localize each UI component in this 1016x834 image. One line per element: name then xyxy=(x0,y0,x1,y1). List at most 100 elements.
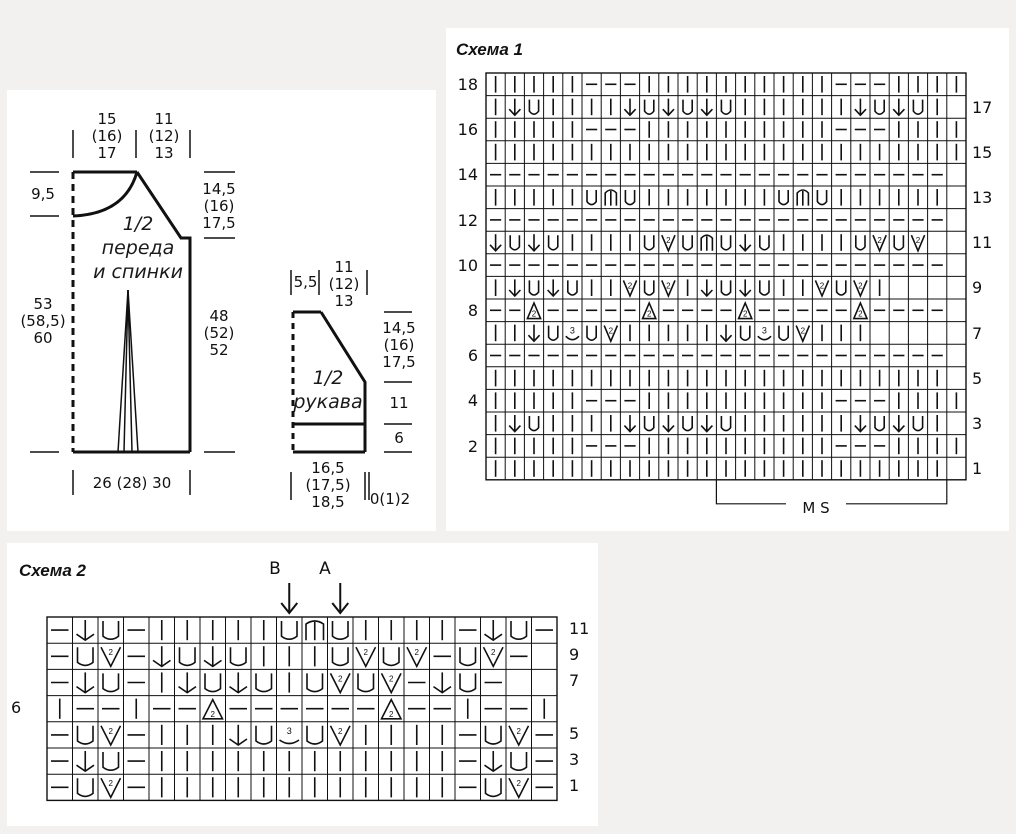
svg-text:2: 2 xyxy=(801,327,806,336)
chart-symbol xyxy=(643,416,655,432)
body-label: 1/2 переда и спинки xyxy=(93,213,183,283)
row-number: 2 xyxy=(467,436,478,456)
chart-symbol: 3 xyxy=(279,726,300,745)
chart-symbol: 2 xyxy=(853,280,868,299)
chart-symbol xyxy=(509,235,521,251)
chart-symbol: 2 xyxy=(100,725,122,747)
row-number: 12 xyxy=(457,210,478,230)
svg-text:2: 2 xyxy=(858,281,863,290)
chart-symbol xyxy=(459,647,477,667)
svg-text:2: 2 xyxy=(916,236,921,245)
chart-symbol xyxy=(912,416,924,432)
chart-symbol: 2 xyxy=(508,725,530,747)
chart-symbol: 3 xyxy=(565,326,580,341)
chart-symbol: 2 xyxy=(329,725,351,747)
svg-text:2: 2 xyxy=(338,727,343,736)
front-neck-curve xyxy=(72,171,139,218)
chart-symbol xyxy=(643,99,655,115)
chart-symbol: 2 xyxy=(380,673,402,695)
chart-symbol: 2 xyxy=(661,234,676,253)
chart-symbol xyxy=(508,279,521,298)
chart-symbol xyxy=(229,647,247,667)
chart-symbol xyxy=(874,99,885,115)
svg-text:2: 2 xyxy=(491,648,496,657)
marker-a: A xyxy=(319,559,331,579)
chart-symbol xyxy=(508,415,521,433)
svg-text:2: 2 xyxy=(647,310,652,319)
chart-symbol: 2 xyxy=(100,777,122,800)
chart-symbol xyxy=(229,724,248,746)
chart-symbol: 2 xyxy=(661,280,676,299)
dim-neck-depth: 9,5 xyxy=(31,185,55,203)
chart-symbol xyxy=(759,280,770,296)
svg-text:2: 2 xyxy=(532,310,537,319)
svg-text:2: 2 xyxy=(211,710,216,719)
row-number: 1 xyxy=(972,459,983,479)
chart-symbol xyxy=(720,99,732,115)
chart-symbol xyxy=(280,621,298,640)
row-number: 3 xyxy=(569,750,580,769)
chart-symbol xyxy=(700,234,714,251)
dim-armhole: 14,5 (16) 17,5 xyxy=(202,180,236,232)
chart-symbol xyxy=(203,646,222,668)
svg-text:2: 2 xyxy=(743,310,748,319)
chart-symbol xyxy=(178,672,197,694)
chart-symbol xyxy=(682,99,693,115)
dim-sleeve-mid: 11 xyxy=(389,394,409,412)
chart-symbol xyxy=(854,415,867,433)
chart-symbol xyxy=(720,280,732,296)
row-number: 5 xyxy=(972,368,983,388)
chart-symbol: 2 xyxy=(910,234,926,253)
chart-symbol xyxy=(778,190,789,206)
row-number: 3 xyxy=(972,414,983,433)
chart-symbol: 3 xyxy=(757,326,772,341)
row-number: 1 xyxy=(569,776,580,796)
chart-symbol xyxy=(720,235,732,251)
chart-symbol xyxy=(700,98,713,117)
dim-top-right: 11 (12) 13 xyxy=(148,110,180,162)
row-number: 14 xyxy=(457,165,478,185)
row-number: 9 xyxy=(569,645,580,665)
chart-symbol xyxy=(547,325,559,341)
chart-symbol: 2 xyxy=(795,325,811,344)
chart-symbol xyxy=(255,725,273,745)
chart-symbol xyxy=(357,673,375,693)
scheme2-title: Схема 2 xyxy=(19,561,86,580)
chart-symbol xyxy=(547,235,559,251)
chart-symbol: 2 xyxy=(641,300,658,320)
chart-symbol xyxy=(484,778,502,798)
svg-text:2: 2 xyxy=(364,648,369,657)
chart-symbol xyxy=(547,279,560,298)
chart-symbol xyxy=(624,190,636,206)
svg-text:2: 2 xyxy=(109,648,114,657)
dim-sleeve-left-top: 5,5 xyxy=(293,273,318,291)
chart-symbol xyxy=(700,279,713,298)
chart-symbol xyxy=(528,416,540,432)
chart-symbol xyxy=(892,415,905,433)
chart-symbol: 2 xyxy=(380,697,403,720)
chart-symbol xyxy=(76,778,94,798)
chart-symbol xyxy=(739,234,752,252)
chart-symbol xyxy=(816,190,828,206)
dim-length: 53 (58,5) 60 xyxy=(20,295,66,347)
chart-symbol xyxy=(306,673,324,693)
row-number: 7 xyxy=(972,323,983,343)
chart-symbol xyxy=(700,415,713,433)
chart-symbol xyxy=(527,234,541,252)
chart-symbol xyxy=(719,324,733,343)
dim-side: 48 (52) 52 xyxy=(203,307,235,359)
chart-symbol xyxy=(306,725,324,745)
dim-width: 26 (28) 30 xyxy=(92,474,172,492)
chart-symbol xyxy=(178,647,196,667)
sleeve-label: 1/2 рукава xyxy=(293,367,363,413)
svg-text:2: 2 xyxy=(820,281,825,290)
chart-symbol: 2 xyxy=(622,280,638,299)
chart-symbol: 2 xyxy=(482,646,504,669)
svg-text:2: 2 xyxy=(338,674,343,683)
chart-symbol xyxy=(76,647,94,667)
svg-text:2: 2 xyxy=(517,727,522,736)
row-number: 16 xyxy=(457,120,478,140)
dim-top-left: 15 (16) 17 xyxy=(91,110,123,162)
